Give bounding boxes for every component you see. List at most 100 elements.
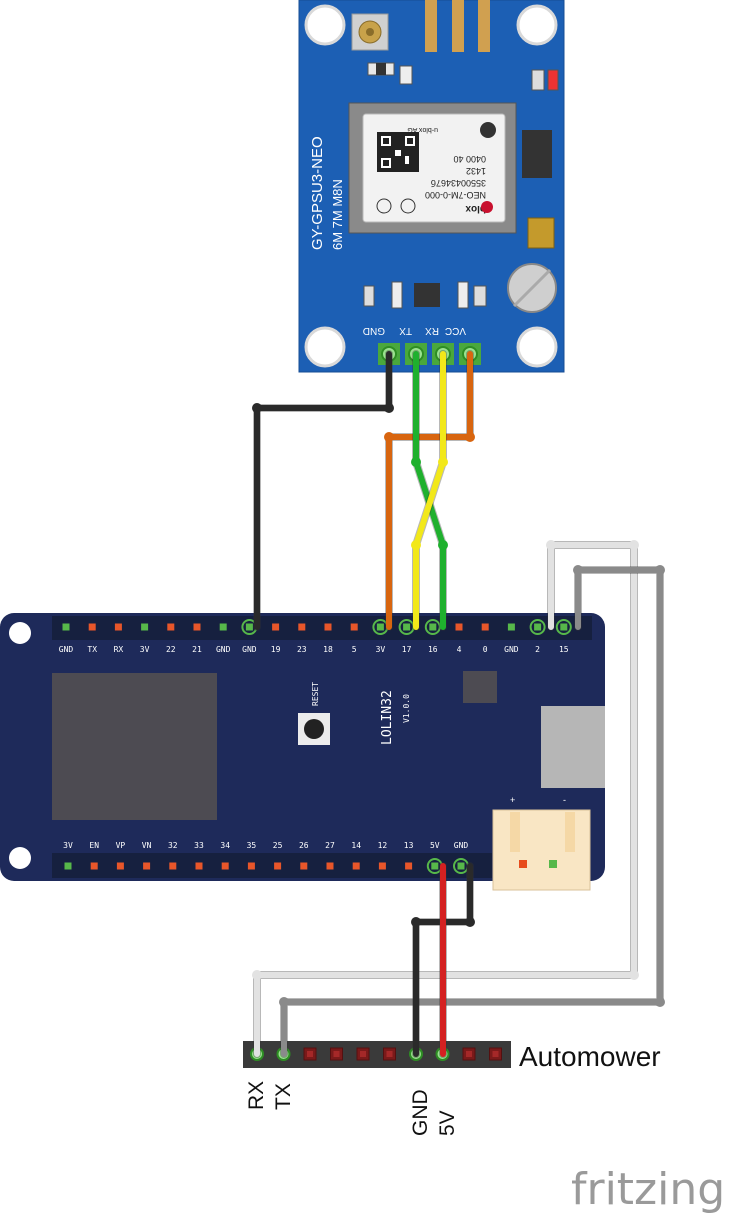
pin-label: 19 xyxy=(271,645,281,654)
header-pin[interactable] xyxy=(195,862,203,870)
header-pin[interactable] xyxy=(272,623,280,631)
header-pin[interactable] xyxy=(429,623,437,631)
mounting-hole xyxy=(516,326,558,368)
header-pin[interactable] xyxy=(378,862,386,870)
header-pin[interactable] xyxy=(274,862,282,870)
chip-maker-line: u-blox AG xyxy=(407,126,438,133)
chip-logo-dot xyxy=(481,201,493,213)
header-pin[interactable] xyxy=(219,623,227,631)
header-pin[interactable] xyxy=(534,623,542,631)
pin-label: 14 xyxy=(351,841,361,850)
pin-label: 5 xyxy=(352,645,357,654)
pin-label: 13 xyxy=(404,841,414,850)
header-pin[interactable] xyxy=(481,623,489,631)
wire-vcc-gps[interactable] xyxy=(386,351,473,630)
wire-tx-mower[interactable] xyxy=(281,567,663,1057)
pin-ring xyxy=(529,619,546,635)
header-pin[interactable] xyxy=(403,623,411,631)
esp32-module xyxy=(52,673,217,820)
pin-label: VN xyxy=(142,841,152,850)
wire-gnd-gps[interactable] xyxy=(254,351,392,630)
header-pin[interactable] xyxy=(169,862,177,870)
header-pin[interactable] xyxy=(405,862,413,870)
chip-model: NEO-7M-0-000 xyxy=(425,190,486,200)
pin-label: 18 xyxy=(323,645,333,654)
chip-date: 1432 xyxy=(466,166,486,176)
usb-port[interactable] xyxy=(541,706,605,788)
header-pin[interactable] xyxy=(114,623,122,631)
battery-plus-label: + xyxy=(510,795,515,805)
smd-component xyxy=(531,69,545,91)
chip-brand: blox xyxy=(465,203,486,214)
header-pin[interactable] xyxy=(455,623,463,631)
wire-rx-mower[interactable] xyxy=(254,542,637,1057)
header-pin[interactable] xyxy=(221,862,229,870)
pin-label: 4 xyxy=(457,645,462,654)
led-component xyxy=(463,671,497,703)
header-pin[interactable] xyxy=(62,623,70,631)
header-pin[interactable] xyxy=(167,623,175,631)
header-pin[interactable] xyxy=(247,862,255,870)
gps-pin-label: VCC xyxy=(445,325,466,336)
pin-label: 22 xyxy=(166,645,176,654)
automower-pin-label: TX xyxy=(272,1083,295,1110)
gps-pin-label: TX xyxy=(399,325,412,336)
pin-label: 26 xyxy=(299,841,309,850)
header-pin[interactable] xyxy=(326,862,334,870)
smd-component xyxy=(457,281,469,309)
reset-button-cap[interactable] xyxy=(304,719,324,739)
regulator-ic xyxy=(414,283,440,307)
battery-minus-label: - xyxy=(563,795,566,805)
header-pin[interactable] xyxy=(324,623,332,631)
pin-label: 33 xyxy=(194,841,204,850)
pb-icon xyxy=(400,198,416,214)
antenna-pad xyxy=(478,0,490,52)
pin-label: GND xyxy=(242,645,257,654)
fritzing-watermark: fritzing xyxy=(571,1164,725,1215)
wire-tx-gps[interactable] xyxy=(413,351,446,630)
ce-icon xyxy=(376,198,392,214)
header-pin[interactable] xyxy=(88,623,96,631)
header-pin[interactable] xyxy=(141,623,149,631)
pin-label: 3V xyxy=(140,645,150,654)
header-pin[interactable] xyxy=(457,862,465,870)
header-pin[interactable] xyxy=(193,623,201,631)
board-version: V1.0.0 xyxy=(402,694,411,723)
gps-module: blox NEO-7M-0-000 3550043467б 1432 0400 … xyxy=(298,0,565,373)
pin-label: GND xyxy=(504,645,519,654)
smd-component xyxy=(363,285,375,307)
header-pin[interactable] xyxy=(143,862,151,870)
header-pin[interactable] xyxy=(64,862,72,870)
header-pin[interactable] xyxy=(431,862,439,870)
header-pin[interactable] xyxy=(560,623,568,631)
header-pin[interactable] xyxy=(90,862,98,870)
side-ic xyxy=(522,130,552,178)
header-pin[interactable] xyxy=(245,623,253,631)
automower-pin-label: RX xyxy=(245,1081,268,1110)
pin-label: TX xyxy=(87,645,97,654)
header-pin[interactable] xyxy=(376,623,384,631)
header-pin[interactable] xyxy=(300,862,308,870)
header-pin[interactable] xyxy=(507,623,515,631)
chip-serial: 3550043467б xyxy=(431,178,486,188)
header-pin[interactable] xyxy=(116,862,124,870)
header-pin[interactable] xyxy=(352,862,360,870)
pin-label: 5V xyxy=(430,841,440,850)
gps-chip: blox NEO-7M-0-000 3550043467б 1432 0400 … xyxy=(348,102,517,234)
header-pin[interactable] xyxy=(298,623,306,631)
pin-label: 3V xyxy=(376,645,386,654)
mounting-hole xyxy=(304,326,346,368)
board-name: LOLIN32 xyxy=(380,690,395,745)
gps-pin-label: GND xyxy=(363,325,385,336)
pin-label: 0 xyxy=(483,645,488,654)
antenna-pad xyxy=(425,0,437,52)
pin-label: 21 xyxy=(192,645,202,654)
header-pin[interactable] xyxy=(350,623,358,631)
battery-connector: + - xyxy=(492,795,591,891)
pin-label: EN xyxy=(89,841,99,850)
wire-rx-gps[interactable] xyxy=(413,351,446,630)
